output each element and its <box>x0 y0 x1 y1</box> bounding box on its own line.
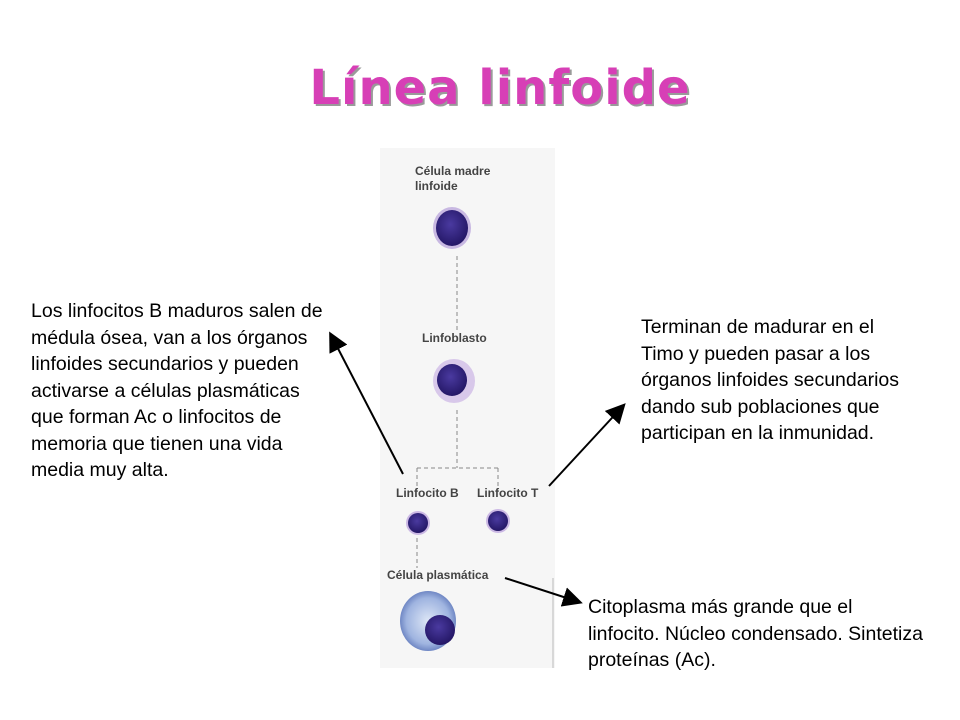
lymphoblast-nucleus <box>437 364 467 396</box>
lymphocyte-b-label: Linfocito B <box>396 486 459 500</box>
arrow-to-plasma-text <box>504 577 583 607</box>
plasma-cell-label: Célula plasmática <box>387 568 489 582</box>
lymphocyte-b-nucleus <box>408 513 428 533</box>
stem-cell-nucleus <box>436 210 468 246</box>
cell-diagram <box>400 207 554 668</box>
lymphoblast-label: Linfoblasto <box>422 331 487 345</box>
arrow-to-t-text <box>548 403 626 487</box>
lymphoid-line-micrograph: Célula madre linfoide Linfoblasto Linfoc… <box>380 148 555 668</box>
plasma-cell-text: Citoplasma más grande que el linfocito. … <box>588 596 923 671</box>
t-lymphocytes-text: Terminan de madurar en el Timo y pueden … <box>641 316 899 444</box>
slide-title: Línea linfoide <box>309 60 691 116</box>
lymphocyte-t-nucleus <box>488 511 508 531</box>
stem-cell-label: Célula madre linfoide <box>415 164 491 193</box>
mature-b-lymphocytes-text: Los linfocitos B maduros salen de médula… <box>31 300 323 481</box>
plasma-cell-nucleus <box>425 615 455 645</box>
arrow-to-b-text <box>329 331 404 475</box>
lymphocyte-t-label: Linfocito T <box>477 486 539 500</box>
